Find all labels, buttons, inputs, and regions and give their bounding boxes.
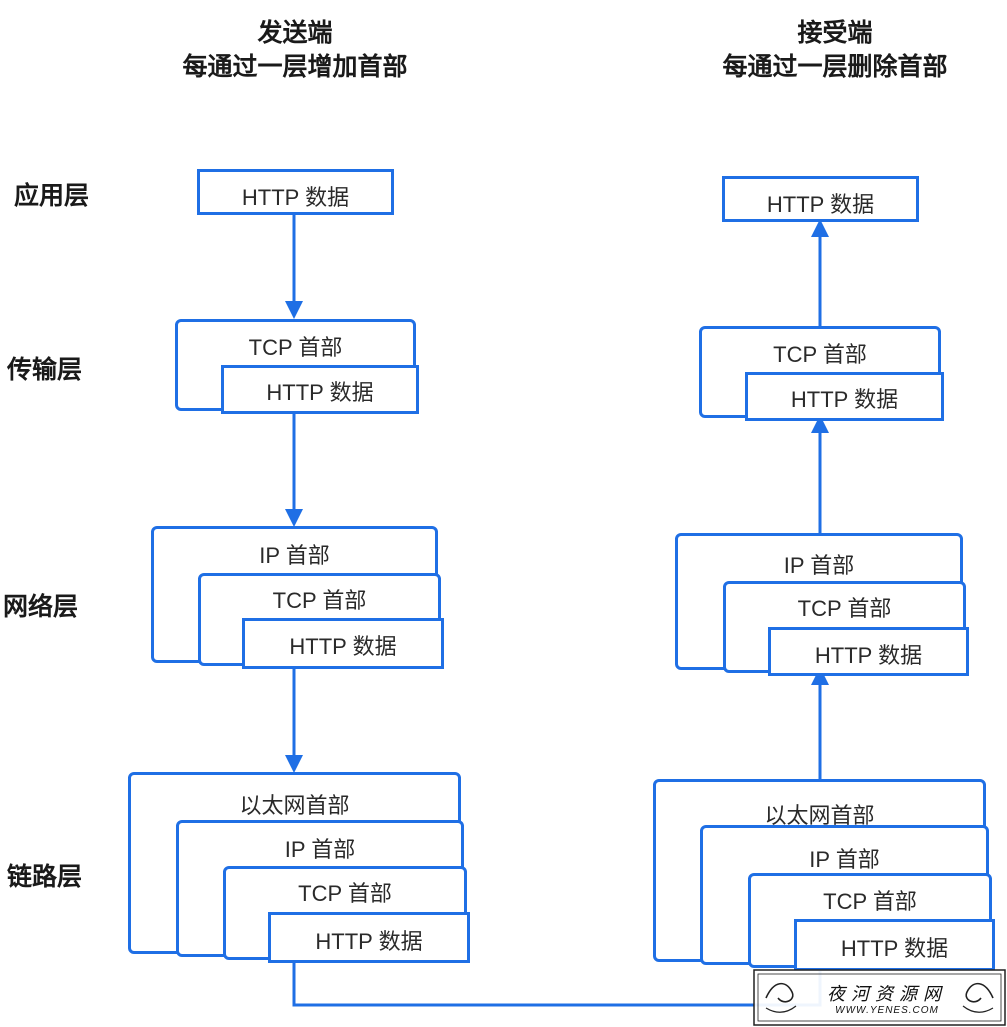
- sender-header: 发送端 每通过一层增加首部: [160, 16, 430, 84]
- right-flourish-icon: [965, 982, 994, 1003]
- http-data-segment: HTTP 数据: [745, 372, 944, 421]
- watermark: 夜河资源网 WWW.YENES.COM: [752, 968, 1007, 1027]
- ip-header-label: IP 首部: [809, 847, 880, 872]
- http-data-segment: HTTP 数据: [242, 618, 444, 669]
- receiver-link-frame: 以太网首部 IP 首部 TCP 首部 HTTP 数据: [653, 779, 995, 971]
- tcp-segment: TCP 首部 HTTP 数据: [723, 581, 969, 676]
- tcp-header-label: TCP 首部: [272, 588, 367, 613]
- receiver-network-packet: IP 首部 TCP 首部 HTTP 数据: [675, 533, 969, 676]
- http-data-label: HTTP 数据: [840, 936, 949, 961]
- http-data-segment: HTTP 数据: [221, 365, 419, 414]
- tcp-header-label: TCP 首部: [248, 335, 343, 360]
- sender-link-frame: 以太网首部 IP 首部 TCP 首部 HTTP 数据: [128, 772, 470, 963]
- watermark-frame: [753, 969, 1006, 1026]
- tcp-segment: TCP 首部 HTTP 数据: [223, 866, 470, 963]
- ip-packet: IP 首部 TCP 首部 HTTP 数据: [700, 825, 995, 971]
- tcp-segment: TCP 首部 HTTP 数据: [748, 873, 995, 971]
- ethernet-header-label: 以太网首部: [239, 793, 350, 818]
- http-data-segment: HTTP 数据: [794, 919, 995, 971]
- layer-label-transport: 传输层: [7, 356, 83, 384]
- ethernet-header-label: 以太网首部: [764, 803, 875, 828]
- receiver-app-packet: HTTP 数据: [722, 176, 919, 222]
- layer-label-application: 应用层: [14, 182, 90, 210]
- tcp-segment: TCP 首部 HTTP 数据: [198, 573, 444, 669]
- receiver-header: 接受端 每通过一层删除首部: [695, 16, 975, 84]
- http-data-label: HTTP 数据: [266, 380, 374, 405]
- ip-header-label: IP 首部: [259, 543, 330, 568]
- tcp-header-label: TCP 首部: [797, 596, 892, 621]
- sender-network-packet: IP 首部 TCP 首部 HTTP 数据: [151, 526, 444, 669]
- http-data-segment: HTTP 数据: [768, 627, 969, 676]
- receiver-transport-packet: TCP 首部 HTTP 数据: [699, 326, 944, 421]
- receiver-subtitle: 每通过一层删除首部: [722, 53, 948, 81]
- tcp-header-label: TCP 首部: [773, 342, 867, 367]
- http-data-label: HTTP 数据: [814, 643, 923, 668]
- ip-packet: IP 首部 TCP 首部 HTTP 数据: [176, 820, 470, 963]
- sender-subtitle: 每通过一层增加首部: [182, 53, 408, 81]
- layer-label-network: 网络层: [3, 593, 79, 621]
- http-data-label: HTTP 数据: [766, 192, 875, 217]
- http-data-label: HTTP 数据: [241, 185, 350, 210]
- ip-header-label: IP 首部: [783, 553, 855, 578]
- sender-app-packet: HTTP 数据: [197, 169, 394, 215]
- tcp-header-label: TCP 首部: [823, 889, 917, 914]
- http-data-segment: HTTP 数据: [268, 912, 470, 963]
- watermark-name: 夜河资源网: [827, 984, 947, 1005]
- http-data-label: HTTP 数据: [315, 929, 423, 954]
- tcp-header-label: TCP 首部: [298, 881, 392, 906]
- ip-header-label: IP 首部: [284, 837, 356, 862]
- layer-label-link: 链路层: [7, 863, 83, 891]
- left-flourish-icon: [765, 982, 794, 1003]
- sender-title: 发送端: [257, 19, 333, 47]
- receiver-title: 接受端: [797, 19, 873, 47]
- watermark-url: WWW.YENES.COM: [835, 1005, 939, 1016]
- http-data-label: HTTP 数据: [289, 634, 397, 659]
- sender-transport-packet: TCP 首部 HTTP 数据: [175, 319, 419, 414]
- http-data-label: HTTP 数据: [790, 387, 899, 412]
